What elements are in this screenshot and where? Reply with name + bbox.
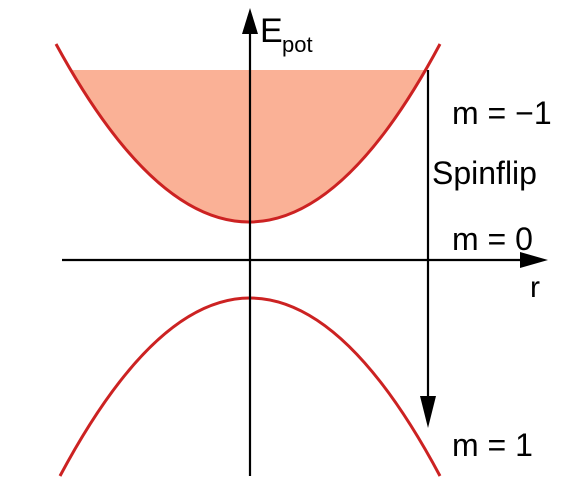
y-axis-label: E [260,12,283,50]
transition-label: Spinflip [432,155,537,191]
state-label-middle: m = 0 [452,221,533,257]
spinflip-arrowhead [420,396,436,428]
x-axis-label: r [530,271,540,304]
x-axis-arrowhead [520,252,548,268]
y-axis-label-subscript: pot [282,32,313,57]
state-label-upper: m = −1 [452,95,552,131]
state-label-lower: m = 1 [452,427,533,463]
y-axis-arrowhead [242,8,258,34]
